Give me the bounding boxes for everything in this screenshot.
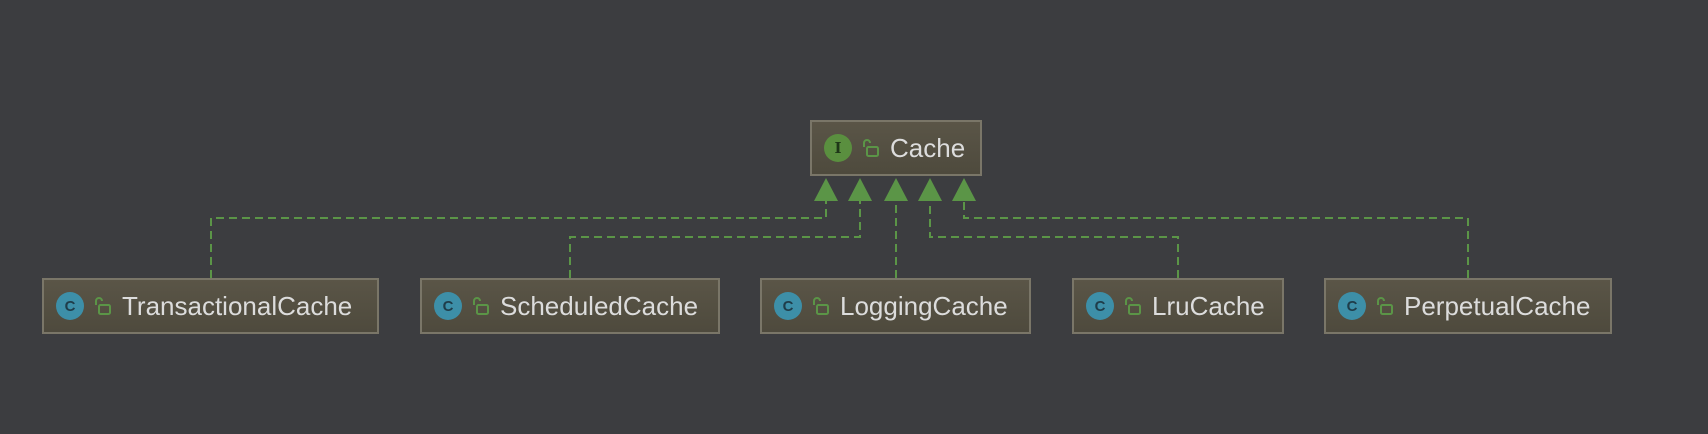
unlocked-icon bbox=[1377, 297, 1393, 315]
arrowhead-transactional bbox=[814, 178, 838, 201]
unlocked-icon bbox=[473, 297, 489, 315]
class-icon: C bbox=[1086, 292, 1114, 320]
arrowhead-perpetual bbox=[952, 178, 976, 201]
arrowhead-logging bbox=[884, 178, 908, 201]
node-label: PerpetualCache bbox=[1404, 291, 1591, 321]
unlocked-icon bbox=[813, 297, 829, 315]
edge-scheduled-to-cache bbox=[569, 200, 861, 278]
interface-icon: I bbox=[824, 134, 852, 162]
node-label: LruCache bbox=[1152, 291, 1265, 321]
class-node-loggingcache[interactable]: C LoggingCache bbox=[760, 278, 1031, 334]
class-icon: C bbox=[434, 292, 462, 320]
class-icon: C bbox=[56, 292, 84, 320]
edge-transactional-to-cache bbox=[210, 200, 827, 278]
edge-perpetual-to-cache bbox=[963, 200, 1469, 278]
unlocked-icon bbox=[1125, 297, 1141, 315]
class-icon: C bbox=[774, 292, 802, 320]
class-node-perpetualcache[interactable]: C PerpetualCache bbox=[1324, 278, 1612, 334]
class-node-scheduledcache[interactable]: C ScheduledCache bbox=[420, 278, 720, 334]
interface-node-cache[interactable]: I Cache bbox=[810, 120, 982, 176]
node-label: LoggingCache bbox=[840, 291, 1008, 321]
arrowhead-lru bbox=[918, 178, 942, 201]
class-node-lrucache[interactable]: C LruCache bbox=[1072, 278, 1284, 334]
unlocked-icon bbox=[95, 297, 111, 315]
class-icon: C bbox=[1338, 292, 1366, 320]
node-label: Cache bbox=[890, 133, 966, 163]
class-node-transactionalcache[interactable]: C TransactionalCache bbox=[42, 278, 379, 334]
arrowhead-scheduled bbox=[848, 178, 872, 201]
node-label: ScheduledCache bbox=[500, 291, 699, 321]
unlocked-icon bbox=[863, 139, 879, 157]
edge-lru-to-cache bbox=[929, 200, 1179, 278]
node-label: TransactionalCache bbox=[122, 291, 353, 321]
